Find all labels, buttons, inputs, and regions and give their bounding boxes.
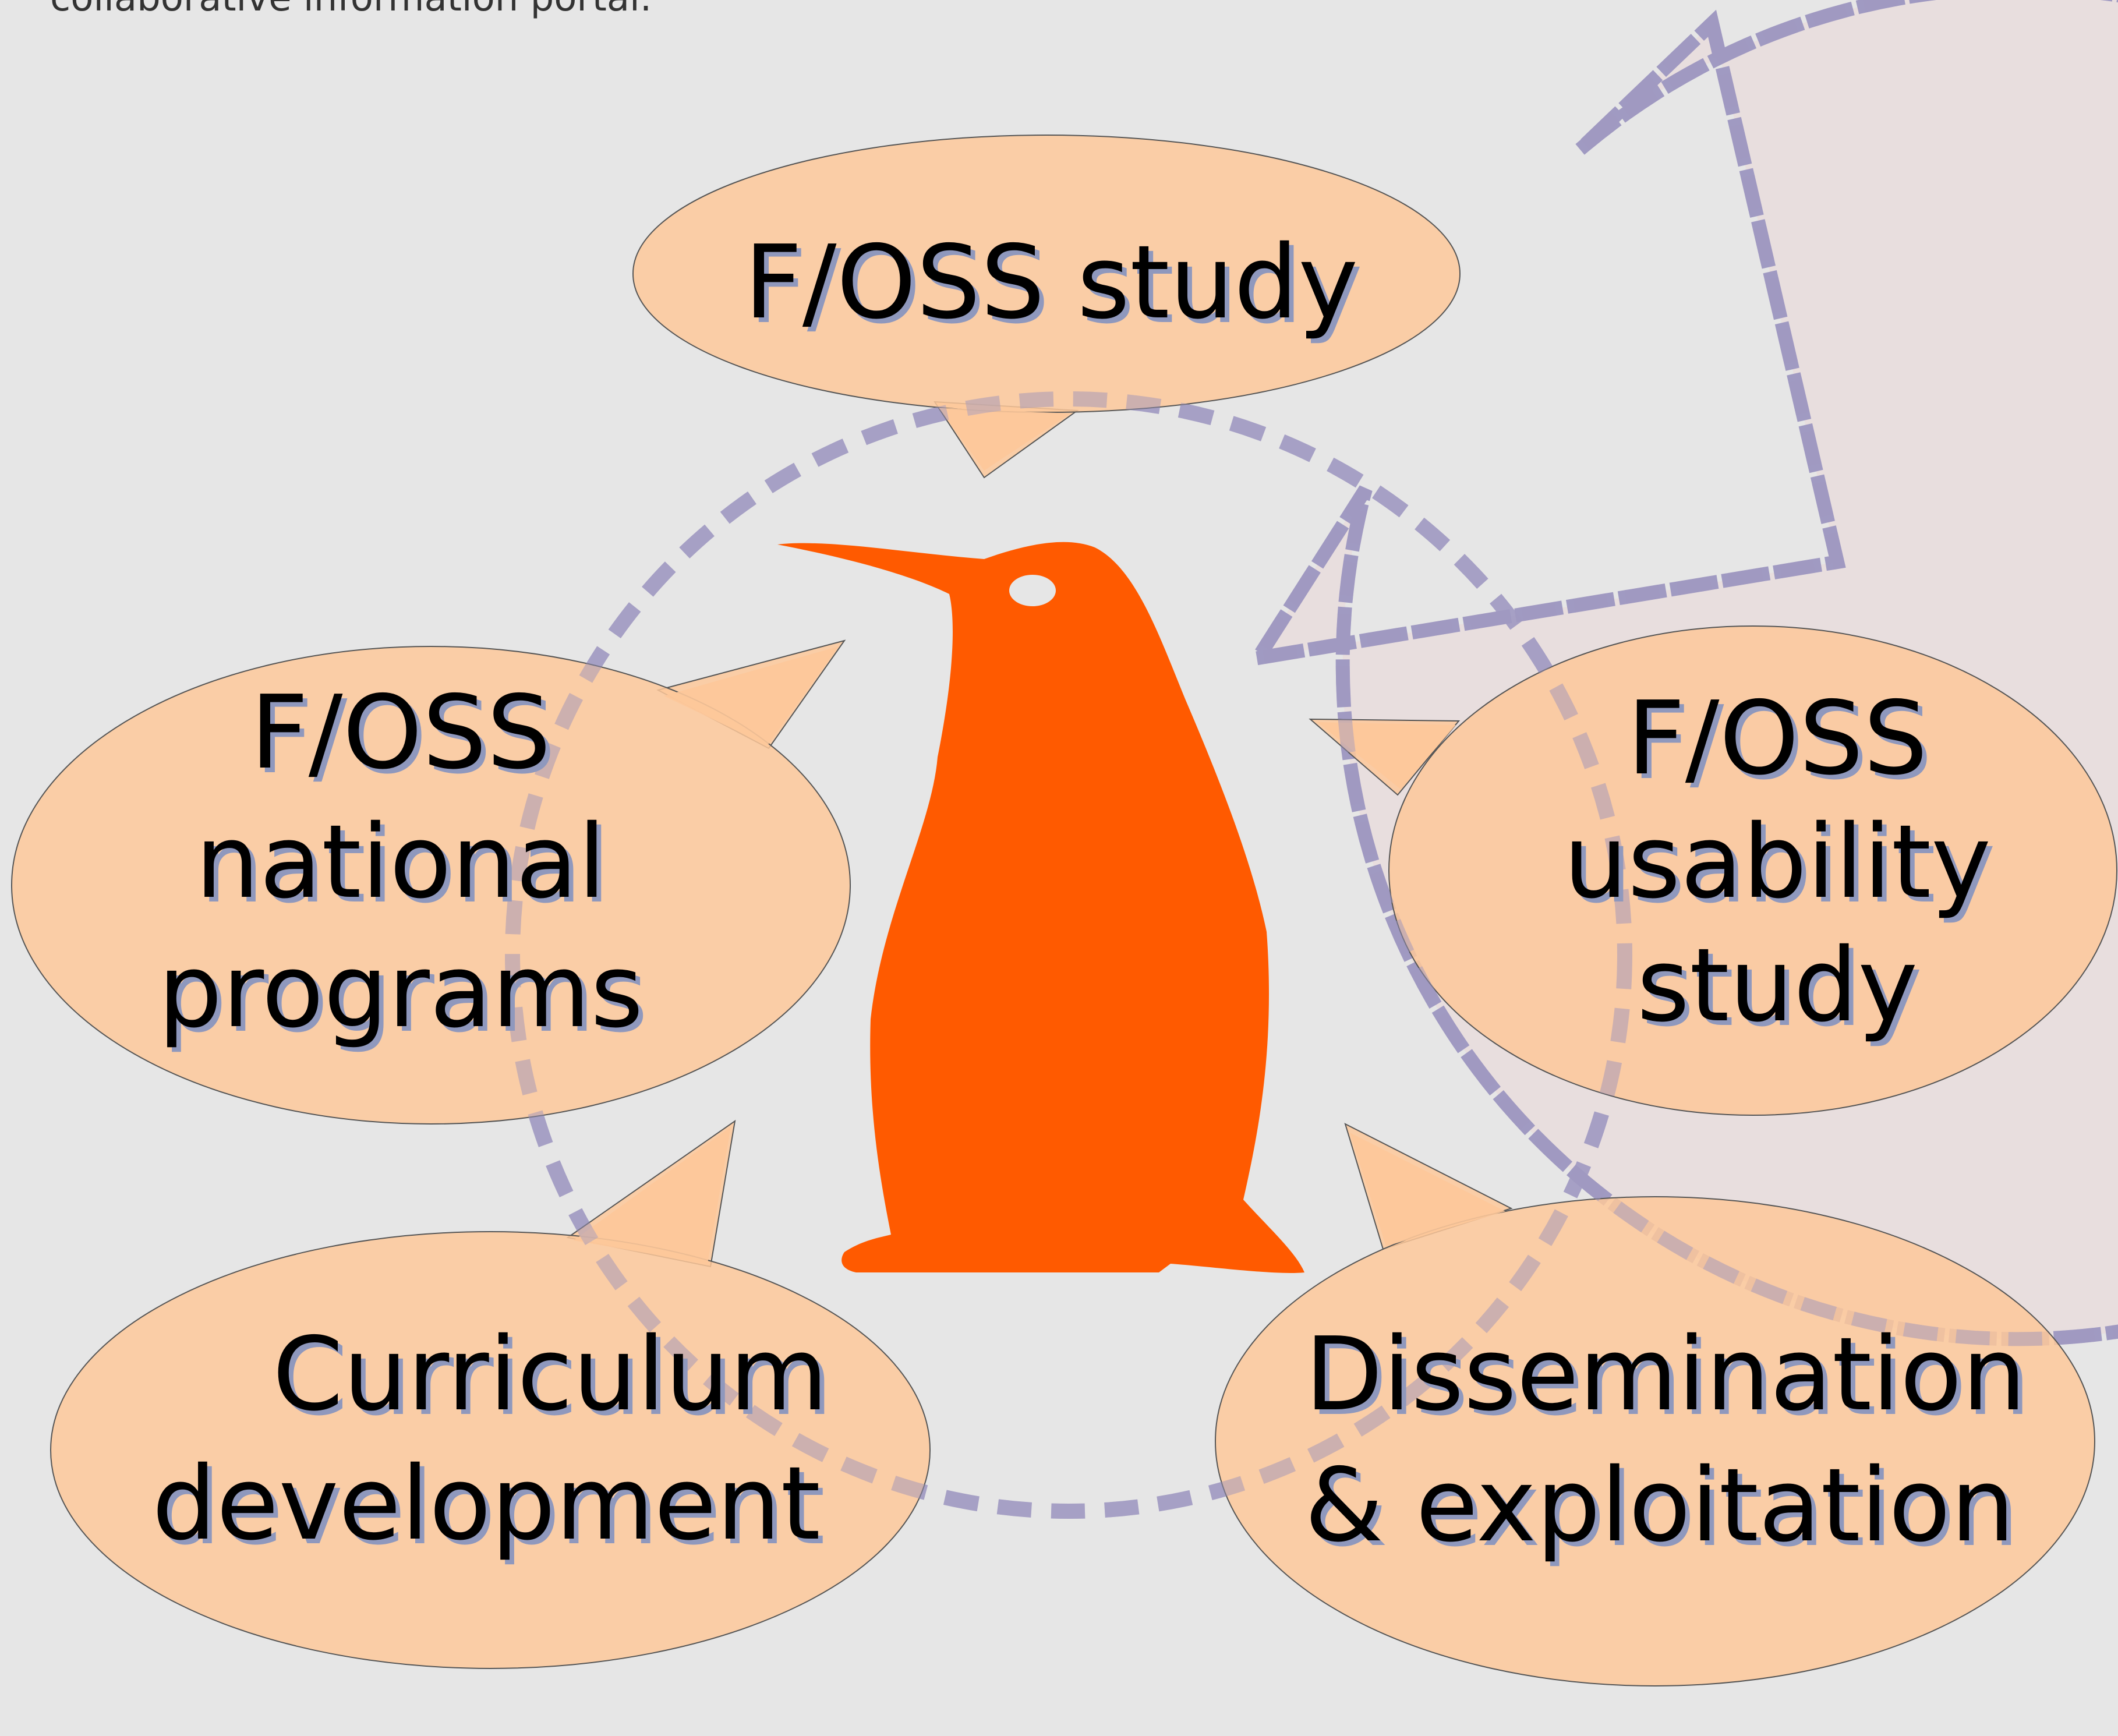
bubble-national-line-2: programs xyxy=(158,932,643,1051)
bubble-curriculum-line-1: development xyxy=(152,1445,821,1563)
bubble-usability-line-1: usability xyxy=(1564,803,1991,921)
bubble-dissemination-line-1: & exploitation xyxy=(1304,1447,2015,1565)
bubble-national xyxy=(11,639,851,1125)
bubble-study-line-0-shadow: F/OSS study xyxy=(749,228,1363,347)
bubble-curriculum-text: CurriculumCurriculumdevelopmentdevelopme… xyxy=(152,1316,833,1568)
bubble-dissemination-line-0: Dissemination xyxy=(1305,1316,2027,1434)
bubble-usability-line-0: F/OSS xyxy=(1627,680,1928,798)
penguin-icon xyxy=(777,542,1304,1274)
bubble-national-text: F/OSSF/OSSnationalnationalprogramsprogra… xyxy=(158,674,648,1055)
bubble-study xyxy=(632,135,1461,479)
bubble-national-line-1-shadow: national xyxy=(200,808,610,926)
bubble-usability-line-1-shadow: usability xyxy=(1568,808,1996,926)
bubble-usability xyxy=(1309,625,2117,1116)
bubble-study-line-0: F/OSS study xyxy=(744,224,1358,342)
bubble-curriculum-line-1-shadow: development xyxy=(157,1449,825,1568)
bubble-curriculum-line-0: Curriculum xyxy=(273,1316,828,1434)
bubble-dissemination xyxy=(1215,1123,2095,1686)
bubble-usability-line-0-shadow: F/OSS xyxy=(1632,684,1933,802)
bubble-curriculum xyxy=(50,1119,931,1669)
caption-text: collaborative information portal. xyxy=(50,0,652,20)
bubble-usability-line-2: study xyxy=(1637,927,1918,1045)
bubble-national-line-2-shadow: programs xyxy=(162,937,648,1055)
bubble-national-line-1: national xyxy=(195,803,606,921)
bubble-usability-line-2-shadow: study xyxy=(1642,931,1923,1049)
bubble-national-line-0: F/OSS xyxy=(250,674,551,792)
bubble-curriculum-line-0-shadow: Curriculum xyxy=(277,1320,833,1438)
bubble-dissemination-line-1-shadow: & exploitation xyxy=(1309,1451,2020,1569)
bubble-dissemination-line-0-shadow: Dissemination xyxy=(1310,1320,2031,1438)
bubble-national-line-0-shadow: F/OSS xyxy=(255,678,556,797)
inner-cycle-ring-overlay xyxy=(505,391,1632,1519)
